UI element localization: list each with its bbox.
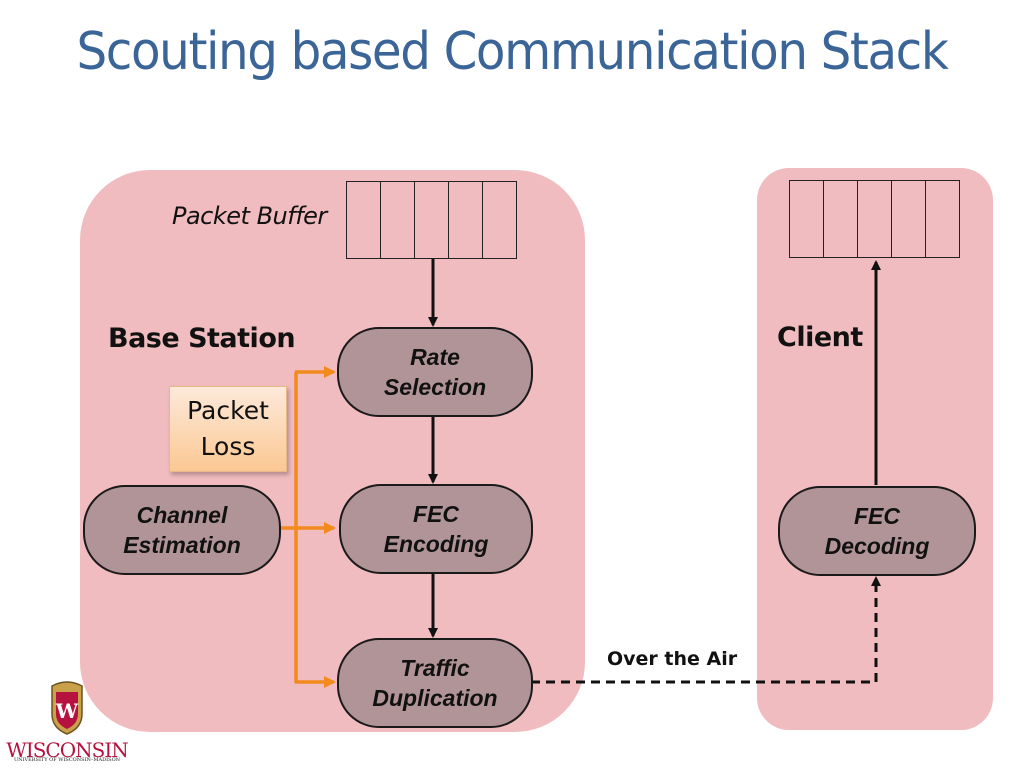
base-station-label: Base Station [108, 323, 296, 354]
base-packet-buffer [346, 181, 517, 259]
fec-decoding-label: FEC Decoding [824, 503, 930, 559]
rate-selection-label: Rate Selection [383, 344, 487, 400]
client-packet-buffer [789, 180, 960, 258]
packet-loss-label: Packet Loss [187, 396, 269, 461]
fec-decoding-node: FEC Decoding [778, 486, 976, 576]
buffer-cell [347, 182, 381, 258]
over-the-air-label: Over the Air [607, 648, 738, 670]
buffer-cell [415, 182, 449, 258]
packet-buffer-label: Packet Buffer [172, 202, 327, 230]
university-logo: W WISCONSIN UNIVERSITY OF WISCONSIN–MADI… [6, 678, 129, 764]
packet-loss-box: Packet Loss [169, 386, 287, 472]
buffer-cell [892, 181, 926, 257]
buffer-cell [790, 181, 824, 257]
channel-estimation-node: Channel Estimation [83, 485, 281, 575]
slide-title: Scouting based Communication Stack [76, 22, 948, 82]
traffic-duplication-node: Traffic Duplication [337, 638, 533, 728]
logo-wordmark: WISCONSIN [6, 738, 128, 762]
traffic-duplication-label: Traffic Duplication [372, 655, 498, 711]
buffer-cell [381, 182, 415, 258]
fec-encoding-node: FEC Encoding [339, 484, 533, 574]
fec-encoding-label: FEC Encoding [383, 501, 489, 557]
buffer-cell [858, 181, 892, 257]
buffer-cell [449, 182, 483, 258]
buffer-cell [824, 181, 858, 257]
rate-selection-node: Rate Selection [337, 327, 533, 417]
crest-icon: W [51, 681, 83, 735]
client-label: Client [777, 322, 863, 353]
channel-estimation-label: Channel Estimation [123, 502, 241, 558]
svg-text:W: W [55, 699, 79, 723]
logo-subtitle: UNIVERSITY OF WISCONSIN–MADISON [13, 757, 121, 763]
over-the-air-link [531, 576, 881, 684]
